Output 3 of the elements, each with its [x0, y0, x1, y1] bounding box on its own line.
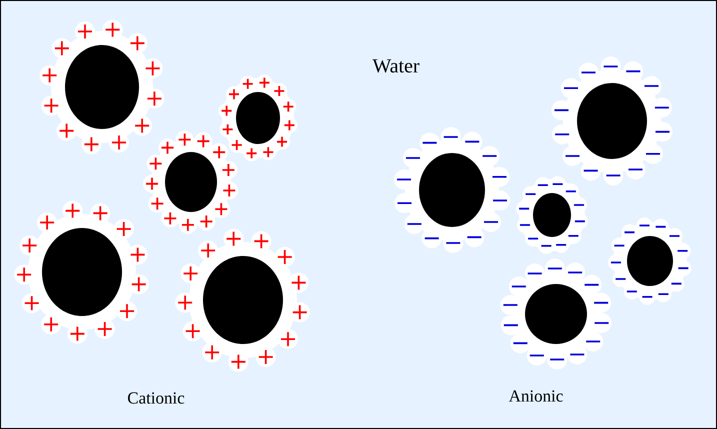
region-label: Cationic [128, 392, 184, 404]
region-label: Anionic [508, 390, 563, 402]
region-label: Water [372, 59, 420, 73]
